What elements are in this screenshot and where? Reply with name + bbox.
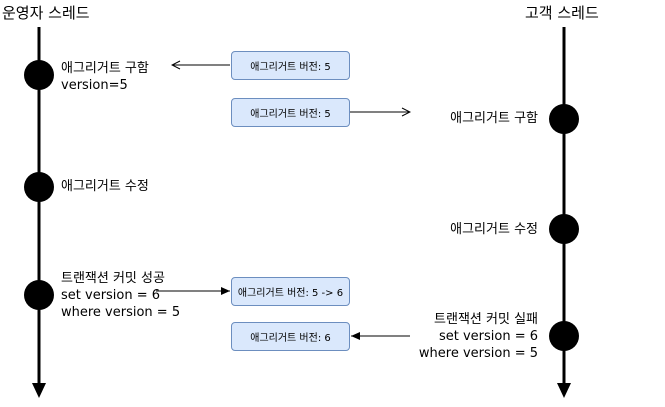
customer-modify-line-1: 애그리거트 수정 [450,222,538,237]
customer-commit-line-3: where version = 5 [418,346,538,361]
version-box-cust-read: 애그리거트 버전: 5 [231,98,350,127]
version-box-op-write: 애그리거트 버전: 5 -> 6 [231,277,350,306]
operator-fetch-line-1: 애그리거트 구함 [61,61,149,76]
version-box-cust-check: 애그리거트 버전: 6 [231,322,350,351]
customer-thread-title: 고객 스레드 [525,4,599,22]
customer-commit-line-1: 트랜잭션 커밋 실패 [434,312,538,327]
operator-commit-dot [24,280,54,310]
customer-lifeline-arrowhead [557,383,571,398]
customer-fetch-label: 애그리거트 구함 [450,110,538,127]
operator-commit-line-2: set version = 6 [61,288,161,303]
operator-modify-dot [24,172,54,202]
customer-modify-dot [549,214,579,244]
operator-fetch-dot [24,60,54,90]
operator-fetch-label: 애그리거트 구함 version=5 [61,60,149,94]
operator-modify-label: 애그리거트 수정 [61,178,149,195]
operator-modify-line-1: 애그리거트 수정 [61,179,149,194]
version-box-op-read: 애그리거트 버전: 5 [231,51,350,80]
customer-modify-label: 애그리거트 수정 [450,221,538,238]
customer-fetch-dot [549,104,579,134]
operator-lifeline-arrowhead [32,383,46,398]
operator-commit-label: 트랜잭션 커밋 성공 set version = 6 where version… [61,270,180,321]
operator-fetch-line-2: version=5 [61,78,128,93]
operator-thread-title: 운영자 스레드 [2,4,90,22]
customer-commit-label: 트랜잭션 커밋 실패 set version = 6 where version… [419,311,538,362]
customer-commit-dot [549,321,579,351]
operator-commit-line-1: 트랜잭션 커밋 성공 [61,271,165,286]
customer-commit-line-2: set version = 6 [438,329,538,344]
operator-commit-line-3: where version = 5 [61,305,181,320]
customer-fetch-line-1: 애그리거트 구함 [450,111,538,126]
